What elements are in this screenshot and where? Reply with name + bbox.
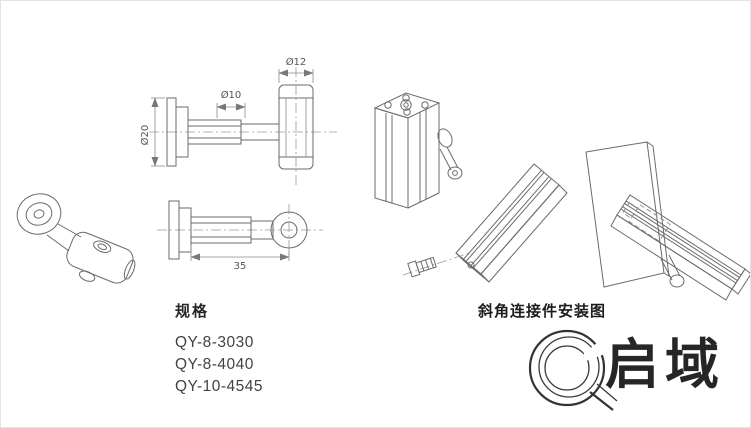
model-number: QY-10-4545 bbox=[175, 378, 264, 395]
angled-profile-screw-drawing bbox=[402, 163, 568, 283]
dim-label-dia10: Ø10 bbox=[221, 89, 242, 101]
dim-label-length35: 35 bbox=[234, 261, 247, 272]
front-view-drawing: Ø12 Ø10 Ø20 bbox=[139, 56, 337, 185]
installation-caption: 斜角连接件安装图 bbox=[478, 303, 607, 320]
set-screw bbox=[407, 256, 437, 278]
specs-heading: 规格 bbox=[175, 303, 210, 320]
specs-section: 规格 QY-8-3030 QY-8-4040 QY-10-4545 bbox=[175, 300, 263, 398]
profile-with-connector-drawing bbox=[373, 92, 463, 209]
model-number: QY-8-4040 bbox=[175, 356, 254, 373]
assembly-installation-drawing bbox=[585, 141, 750, 301]
side-view-drawing: 35 bbox=[157, 200, 323, 272]
logo-q-icon bbox=[528, 329, 618, 411]
dim-label-dia20: Ø20 bbox=[139, 125, 151, 146]
isometric-part-drawing bbox=[16, 193, 136, 284]
brand-text: 启域 bbox=[605, 332, 725, 396]
model-number: QY-8-3030 bbox=[175, 334, 254, 351]
dim-label-dia12: Ø12 bbox=[286, 56, 307, 68]
